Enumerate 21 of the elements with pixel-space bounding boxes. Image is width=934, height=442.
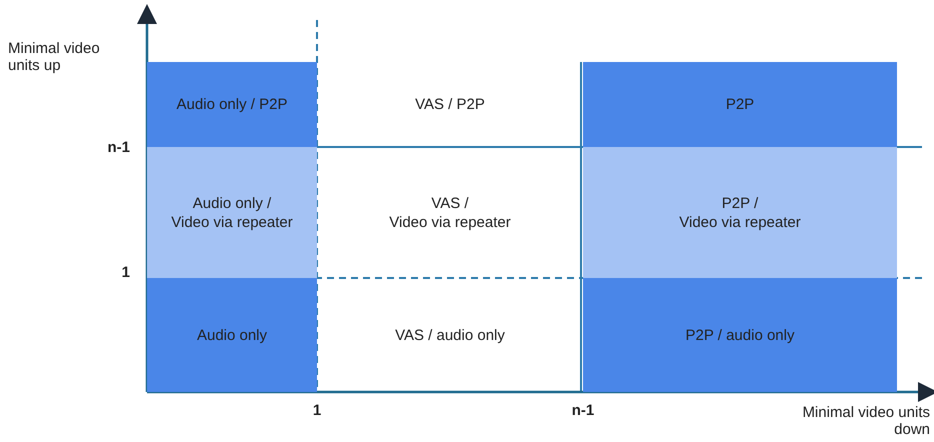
region-label: VAS / audio only xyxy=(395,326,505,344)
axis-title: Minimal video units down xyxy=(801,404,930,438)
region-label: VAS / P2P xyxy=(415,95,485,114)
tick-label: 1 xyxy=(312,402,322,419)
region-label: Audio only / Video via repeater xyxy=(171,194,293,232)
region-area xyxy=(583,278,897,392)
tick-label: 1 xyxy=(120,264,130,281)
tick-label: n-1 xyxy=(570,402,596,419)
region-label: Audio only / P2P xyxy=(176,95,288,114)
region-label: P2P / Video via repeater xyxy=(679,194,801,232)
tick-label: n-1 xyxy=(106,139,130,156)
region-area xyxy=(147,147,317,278)
region-area xyxy=(583,62,897,147)
region-area xyxy=(147,278,317,392)
region-label: Audio only xyxy=(196,326,268,344)
region-label: P2P xyxy=(726,95,754,114)
region-label: P2P / audio only xyxy=(686,326,794,344)
axis-title: Minimal video units up xyxy=(8,40,101,74)
region-area xyxy=(147,62,317,147)
region-area xyxy=(583,147,897,278)
region-label: VAS / Video via repeater xyxy=(389,194,511,232)
